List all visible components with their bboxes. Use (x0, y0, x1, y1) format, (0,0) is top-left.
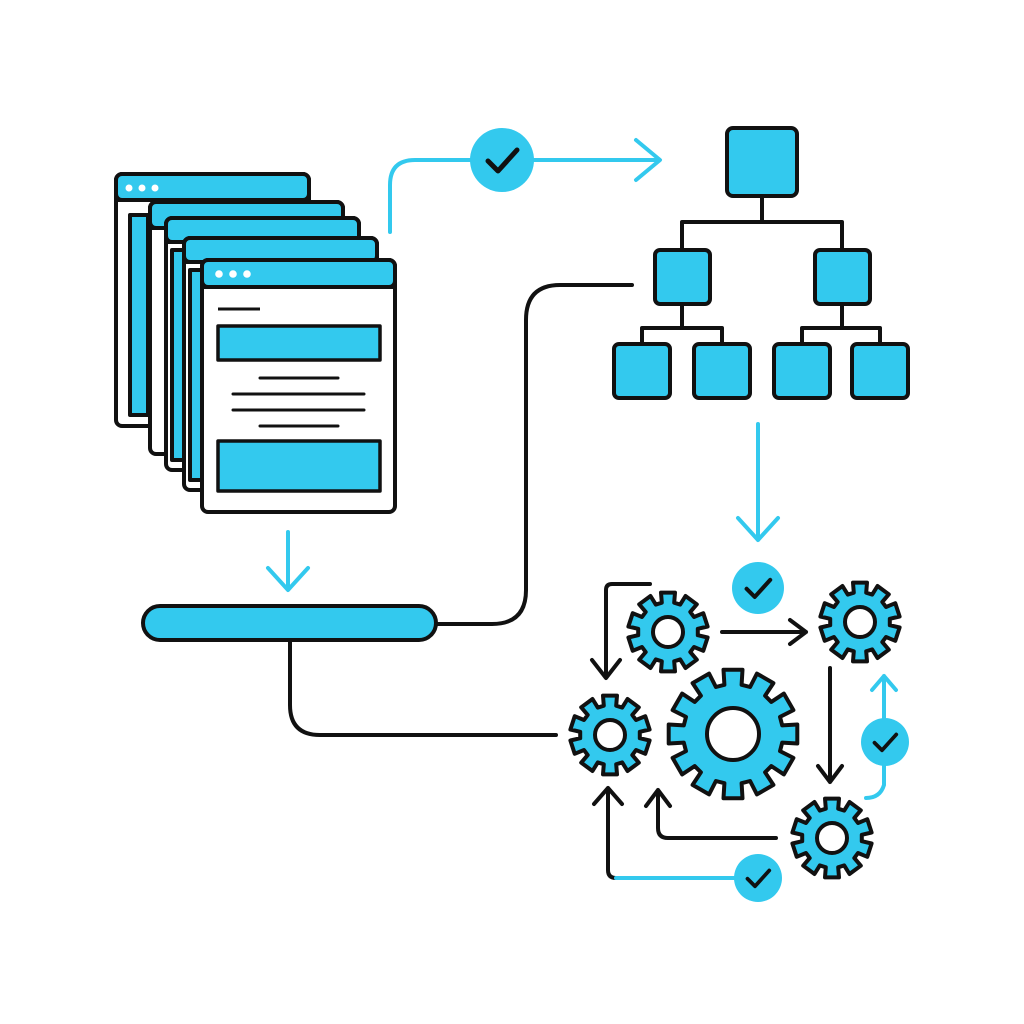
hierarchy-tree (612, 126, 910, 400)
tree-node-root (725, 126, 799, 198)
arrow-tree-to-gears (736, 422, 780, 542)
check-badge-gears-icon (732, 562, 784, 614)
content-block-bottom (216, 439, 382, 493)
gear-left-icon (568, 693, 652, 777)
tree-leaf-3 (772, 342, 832, 400)
connector-stack-to-tree (388, 158, 658, 234)
gear-center-large-icon (666, 667, 800, 801)
arrow-head-to-tree (634, 138, 662, 182)
gear-top-icon (626, 590, 710, 674)
content-block-top (216, 324, 382, 362)
check-badge-top-icon (470, 128, 534, 192)
gear-group (568, 580, 902, 880)
tree-leaf-1 (612, 342, 672, 400)
tree-leaf-2 (692, 342, 752, 400)
tree-node-right (813, 248, 872, 306)
text-lines (231, 376, 366, 428)
check-badge-bottom-icon (734, 854, 782, 902)
browser-window-front (200, 258, 397, 514)
tree-connectors (640, 196, 882, 344)
connector-bar-to-gears (288, 638, 558, 737)
gear-bottom-right-icon (790, 796, 874, 880)
document-stack (114, 172, 397, 514)
check-badge-right-icon (861, 718, 909, 766)
title-bar-dots (215, 270, 251, 278)
gear-right-icon (818, 580, 902, 664)
tree-leaf-4 (850, 342, 910, 400)
pipeline-bar (141, 604, 438, 642)
arrow-stack-to-bar (266, 530, 310, 592)
connector-tree-to-bar (434, 283, 634, 626)
gear-cycle-arrows (590, 582, 898, 880)
tree-node-left (653, 248, 712, 306)
check-badges (470, 128, 909, 902)
